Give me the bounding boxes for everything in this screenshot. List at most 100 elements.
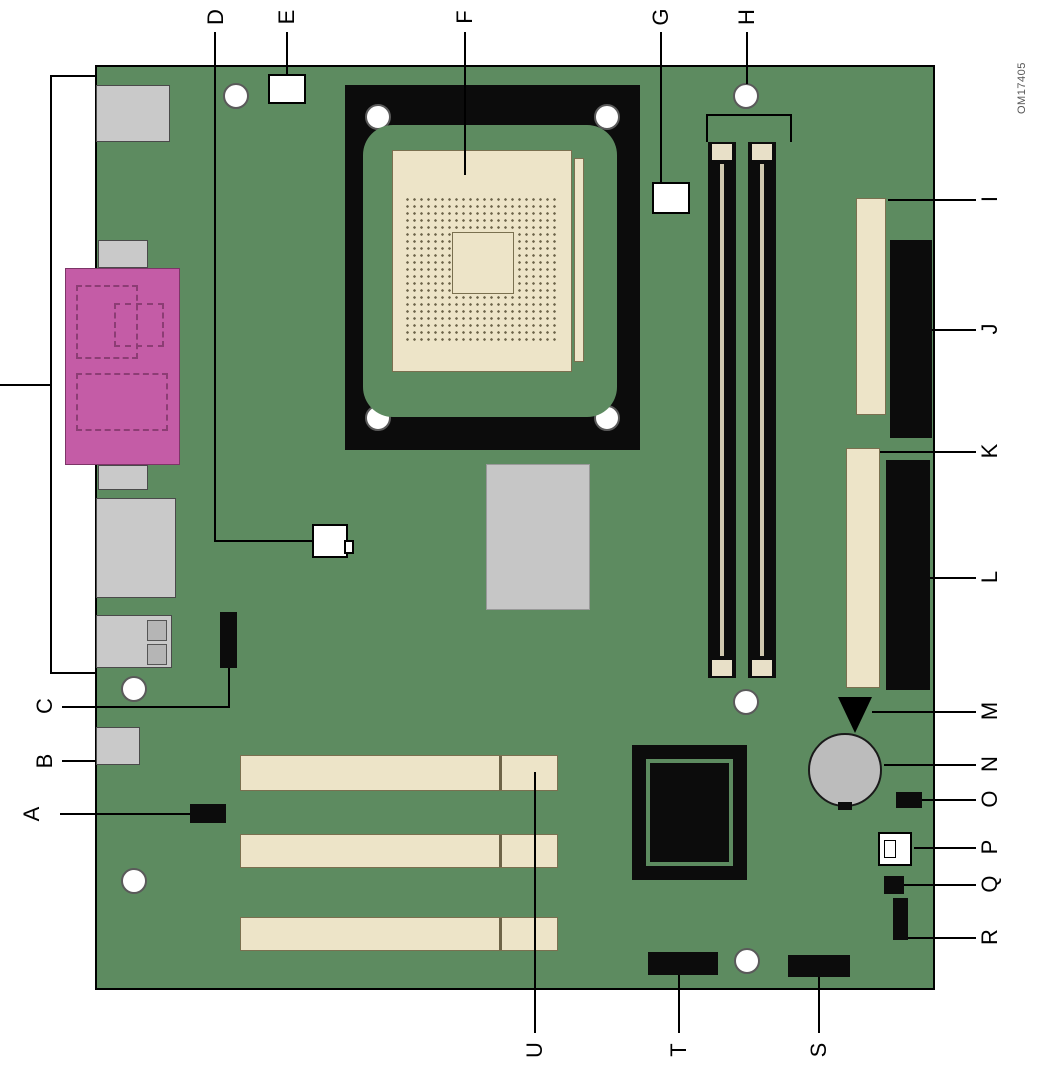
leader-line-n — [884, 764, 976, 766]
chipset — [486, 464, 590, 610]
connector-k — [846, 448, 880, 688]
battery-clip — [838, 802, 852, 810]
cpu-socket-center — [452, 232, 514, 294]
leader-line-k — [880, 451, 976, 453]
socket-lever — [574, 158, 584, 362]
callout-s: S — [806, 1042, 831, 1058]
connector-i — [856, 198, 886, 415]
leader-line-b — [62, 760, 96, 762]
mounting-hole-5 — [121, 868, 147, 894]
dimm-bracket-left-tick — [706, 114, 708, 142]
battery-n — [808, 733, 882, 807]
callout-n: N — [977, 756, 1002, 772]
connector-q — [884, 876, 904, 894]
leader-line-d-vertical — [214, 32, 216, 542]
southbridge-chip — [632, 745, 747, 880]
callout-k: K — [977, 443, 1002, 459]
dimm-slot-2 — [748, 142, 776, 678]
connector-t — [648, 952, 718, 975]
connector-a — [190, 804, 226, 823]
leader-line-h — [746, 32, 748, 84]
mounting-hole-6 — [734, 948, 760, 974]
port-outline-2 — [76, 373, 168, 431]
connector-l — [886, 460, 930, 690]
port-outline-1 — [76, 285, 138, 359]
back-panel-parallel-serial-cluster — [65, 268, 180, 465]
callout-j: J — [977, 323, 1002, 335]
callout-l: L — [977, 570, 1002, 584]
pci-key-1 — [499, 756, 502, 790]
leader-line-f — [464, 32, 466, 175]
dimm-bracket-horizontal — [706, 114, 792, 116]
callout-q: Q — [977, 875, 1002, 893]
leader-line-g — [660, 32, 662, 182]
connector-j — [890, 240, 932, 438]
callout-t: T — [666, 1043, 691, 1057]
leader-line-i — [888, 199, 976, 201]
leader-line-u — [534, 772, 536, 1033]
connector-d — [312, 524, 354, 558]
back-panel-connector-1 — [96, 85, 170, 142]
pci-slot-1 — [240, 755, 558, 791]
callout-r: R — [977, 929, 1002, 945]
callout-p: P — [977, 839, 1002, 855]
back-panel-bracket-leader — [0, 384, 50, 386]
callout-i: I — [977, 195, 1002, 203]
callout-a: A — [19, 806, 44, 822]
pci-key-2 — [499, 835, 502, 867]
callout-e: E — [274, 9, 299, 25]
back-panel-connector-5 — [96, 615, 172, 668]
leader-line-r — [908, 937, 976, 939]
dimm-bracket-right-tick — [790, 114, 792, 142]
leader-line-m — [872, 711, 976, 713]
callout-c: C — [32, 698, 57, 714]
leader-line-c-horizontal — [62, 706, 230, 708]
mounting-hole-1 — [223, 83, 249, 109]
dimm-latch-top — [752, 144, 772, 160]
connector-p — [878, 832, 912, 866]
connector-c — [220, 612, 237, 668]
callout-g: G — [648, 8, 673, 26]
callout-o: O — [977, 790, 1002, 808]
callout-m: M — [977, 701, 1002, 721]
audio-jack-1 — [147, 620, 167, 641]
pci-slot-2 — [240, 834, 558, 868]
connector-b — [96, 727, 140, 765]
connector-s — [788, 955, 850, 977]
back-panel-bracket-vertical — [50, 75, 52, 674]
connector-o — [896, 792, 922, 808]
southbridge-pad — [646, 759, 733, 866]
leader-line-j — [932, 329, 976, 331]
back-panel-bracket-top-tick — [52, 75, 96, 77]
callout-f: F — [452, 10, 477, 24]
leader-line-e — [286, 32, 288, 74]
leader-line-l — [930, 577, 976, 579]
leader-line-p — [914, 847, 976, 849]
figure-code: OM17405 — [1016, 62, 1028, 114]
mounting-hole-2 — [733, 83, 759, 109]
dimm-latch-top — [712, 144, 732, 160]
leader-line-c-vertical — [228, 668, 230, 708]
callout-h: H — [734, 9, 759, 25]
leader-line-o — [922, 799, 976, 801]
back-panel-connector-3 — [98, 465, 148, 490]
mounting-hole-3 — [121, 676, 147, 702]
callout-d: D — [203, 9, 228, 25]
leader-line-a — [60, 813, 190, 815]
dimm-slot-1 — [708, 142, 736, 678]
connector-e — [268, 74, 306, 104]
port-outline-3 — [114, 303, 164, 347]
dimm-latch-bottom — [752, 660, 772, 676]
back-panel-connector-2 — [98, 240, 148, 268]
dimm-groove — [720, 164, 724, 656]
dimm-groove — [760, 164, 764, 656]
pci-slot-3 — [240, 917, 558, 951]
leader-line-t — [678, 975, 680, 1033]
back-panel-connector-4 — [96, 498, 176, 598]
audio-jack-2 — [147, 644, 167, 665]
callout-b: B — [32, 753, 57, 769]
back-panel-bracket-bottom-tick — [52, 672, 96, 674]
retention-hole-2 — [594, 104, 620, 130]
connector-p-key — [884, 840, 896, 858]
